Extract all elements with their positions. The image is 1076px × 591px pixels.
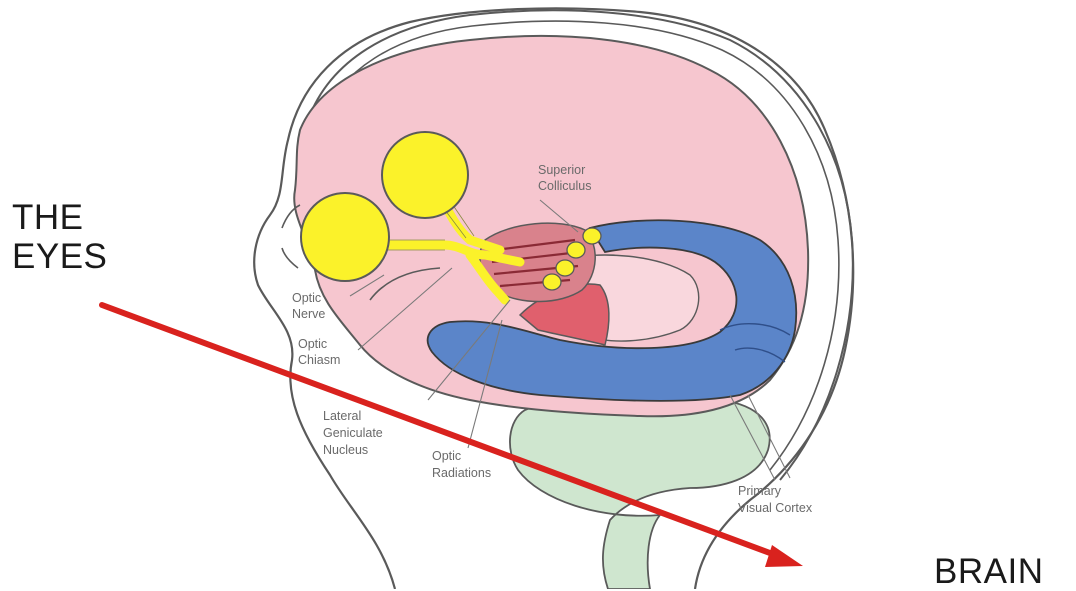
colliculus-dot-3: [556, 260, 574, 276]
superior-colliculus-line1: Superior: [538, 163, 585, 177]
lateral-geniculate-line3: Nucleus: [323, 443, 368, 457]
optic-radiations-line2: Radiations: [432, 466, 491, 480]
optic-radiations-label: Optic Radiations: [432, 449, 491, 480]
eye-upper: [382, 132, 468, 218]
superior-colliculus-line2: Colliculus: [538, 179, 592, 193]
lateral-geniculate-line1: Lateral: [323, 409, 361, 423]
eye-lower: [301, 193, 389, 281]
red-direction-arrow-head: [765, 545, 803, 567]
optic-chiasm-line1: Optic: [298, 337, 327, 351]
optic-chiasm-label: Optic Chiasm: [298, 337, 340, 367]
colliculus-dot-2: [567, 242, 585, 258]
optic-chiasm-line2: Chiasm: [298, 353, 340, 367]
cerebellum: [510, 396, 770, 589]
lateral-geniculate-label: Lateral Geniculate Nucleus: [323, 409, 386, 457]
lateral-geniculate-line2: Geniculate: [323, 426, 383, 440]
optic-nerve-label: Optic Nerve: [292, 291, 325, 321]
optic-nerve-line2: Nerve: [292, 307, 325, 321]
primary-visual-cortex-line1: Primary: [738, 484, 782, 498]
optic-radiations-line1: Optic: [432, 449, 461, 463]
primary-visual-cortex-line2: Visual Cortex: [738, 501, 813, 515]
colliculus-dot-4: [543, 274, 561, 290]
optic-nerve-line1: Optic: [292, 291, 321, 305]
colliculus-dot-1: [583, 228, 601, 244]
